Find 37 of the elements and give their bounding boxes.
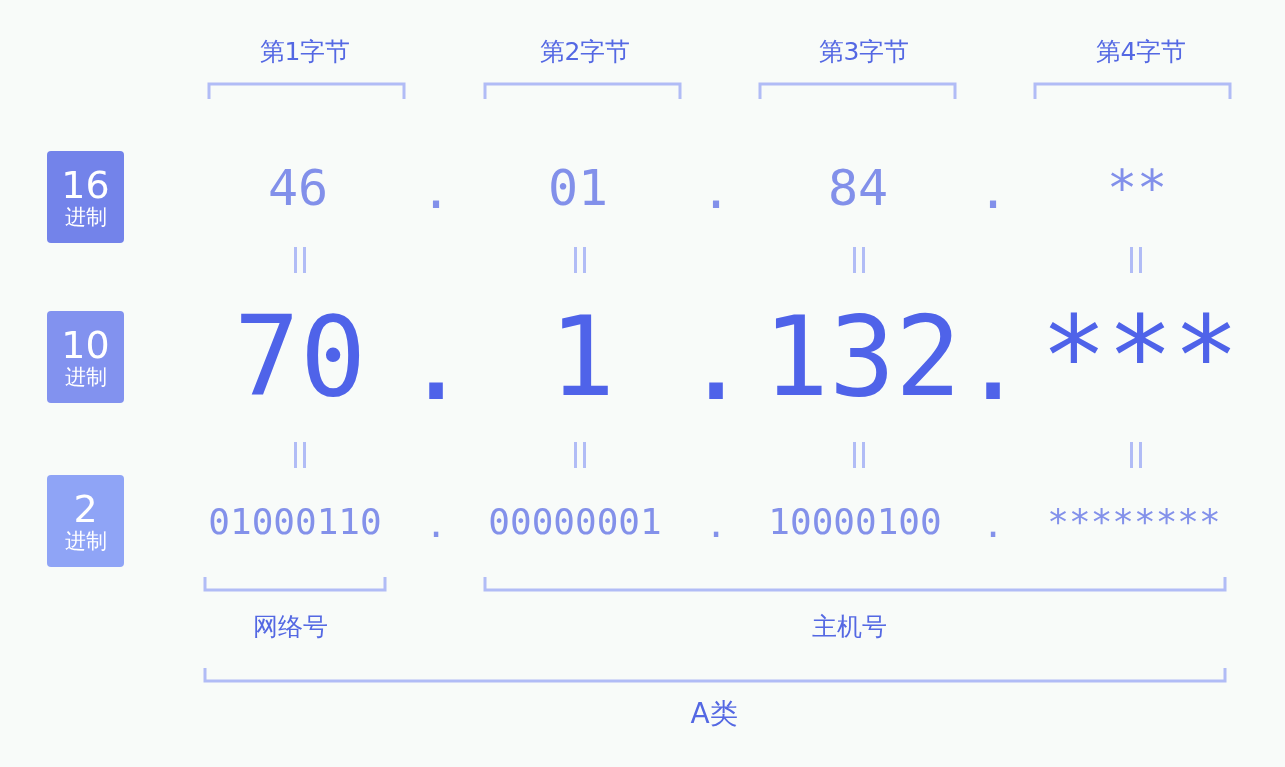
value-text: 01000110 xyxy=(208,504,382,540)
value-text: ******** xyxy=(1047,504,1221,540)
class-label: A类 xyxy=(690,700,738,728)
dot-separator: . xyxy=(705,507,727,543)
byte-header: 第1字节 xyxy=(259,38,351,64)
network-label: 网络号 xyxy=(252,613,328,639)
value-text: 84 xyxy=(827,163,889,213)
dot-separator: . xyxy=(420,166,452,216)
value-text: 10000100 xyxy=(768,504,942,540)
value-text: ** xyxy=(1106,163,1168,213)
value-text: 46 xyxy=(267,163,329,213)
dot-separator: . xyxy=(700,166,732,216)
dot-separator: . xyxy=(402,306,470,416)
base-badge xyxy=(47,311,124,403)
base-number: 2 xyxy=(73,488,98,531)
value-text: 1 xyxy=(548,302,616,412)
base-caption: 进制 xyxy=(64,206,107,230)
base-caption: 进制 xyxy=(64,530,107,554)
base-badge xyxy=(47,475,124,567)
byte-header: 第2字节 xyxy=(539,38,631,64)
value-text: 01 xyxy=(547,163,609,213)
base-badge xyxy=(47,151,124,243)
dot-separator: . xyxy=(959,306,1027,416)
value-text: *** xyxy=(1040,302,1240,412)
value-text: 132 xyxy=(762,302,962,412)
dot-separator: . xyxy=(982,507,1004,543)
byte-header: 第3字节 xyxy=(818,38,910,64)
dot-separator: . xyxy=(425,507,447,543)
base-number: 10 xyxy=(61,324,110,367)
value-text: 70 xyxy=(233,302,367,412)
byte-header: 第4字节 xyxy=(1095,38,1187,64)
dot-separator: . xyxy=(977,166,1009,216)
host-label: 主机号 xyxy=(811,613,887,639)
base-caption: 进制 xyxy=(64,366,107,390)
dot-separator: . xyxy=(682,306,750,416)
base-number: 16 xyxy=(61,164,110,207)
value-text: 00000001 xyxy=(488,504,662,540)
